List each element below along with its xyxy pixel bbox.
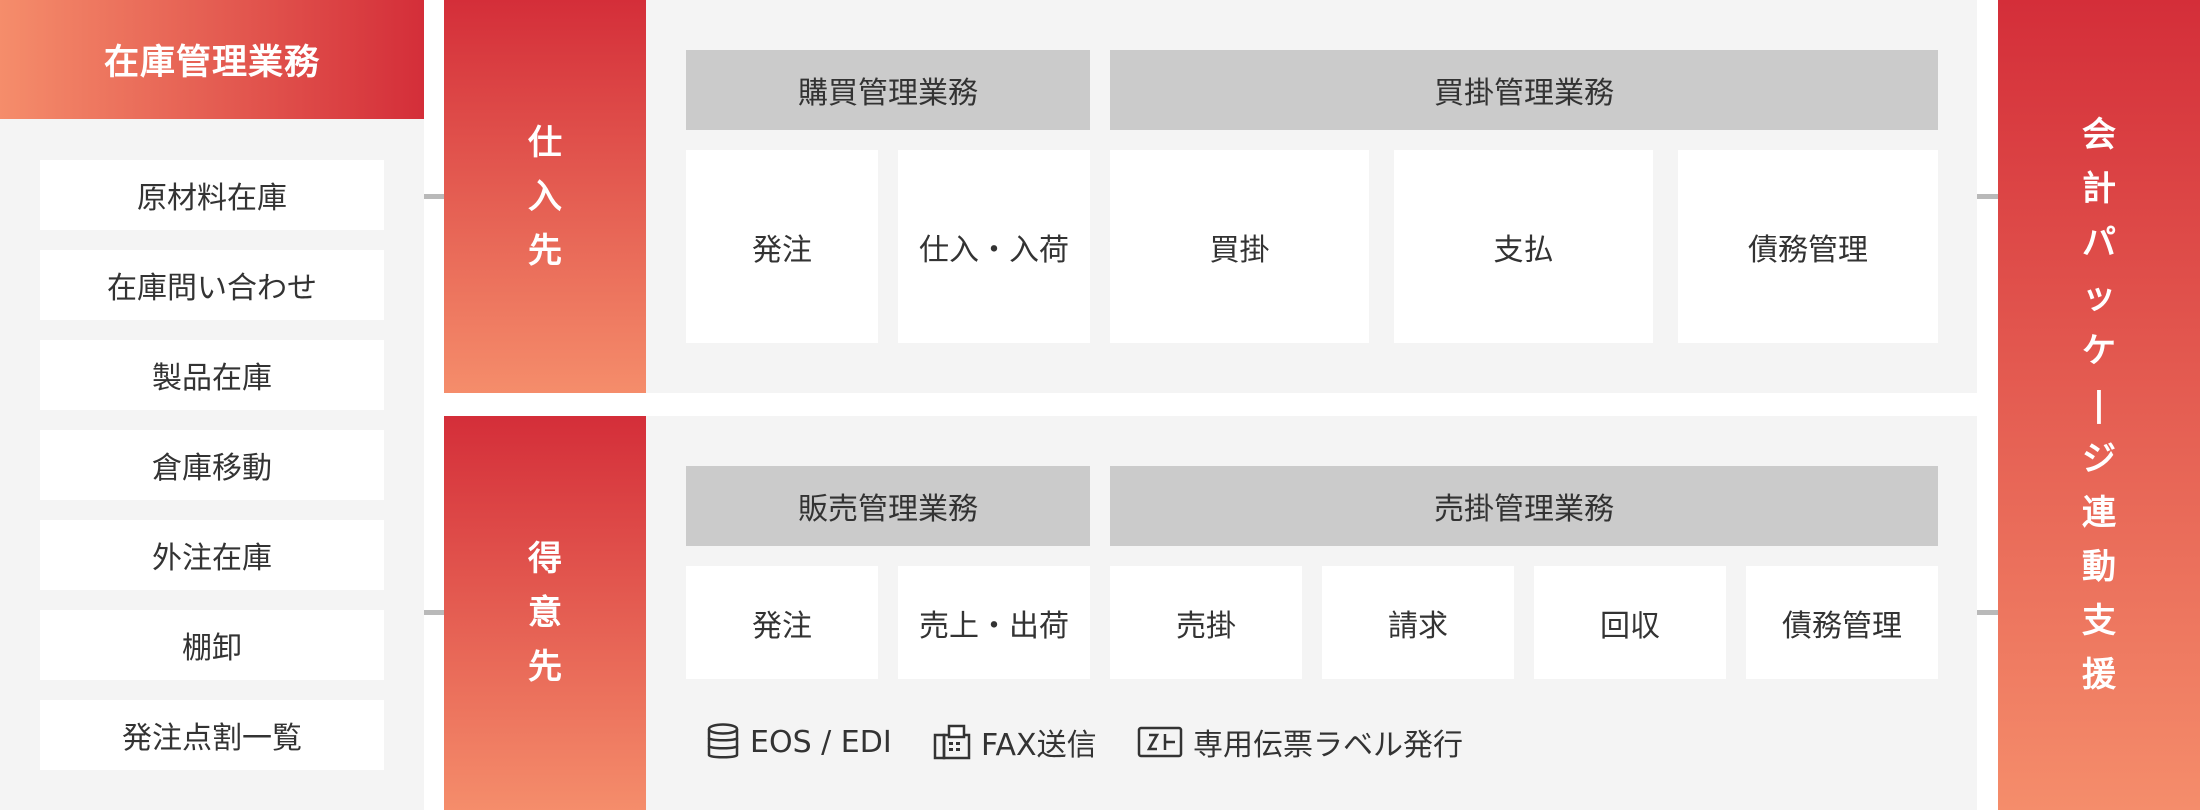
category-purchasing-management: 購買管理業務	[686, 50, 1090, 130]
inventory-item-stock-inquiry[interactable]: 在庫問い合わせ	[40, 250, 384, 320]
connector-inventory-purchase	[424, 194, 446, 199]
supplier-label: 仕 入 先	[444, 0, 646, 393]
inventory-title: 在庫管理業務	[103, 43, 320, 83]
tool-eos-edi: EOS / EDI	[706, 717, 892, 767]
category-sales-management: 販売管理業務	[686, 466, 1090, 546]
inventory-item-stocktaking[interactable]: 棚卸	[40, 610, 384, 680]
category-accounts-payable: 買掛管理業務	[1110, 50, 1938, 130]
database-icon	[707, 723, 739, 759]
purchase-box-payable[interactable]: 買掛	[1110, 150, 1369, 343]
inventory-item-reorder-list[interactable]: 発注点割一覧	[40, 700, 384, 770]
purchase-box-order[interactable]: 発注	[686, 150, 878, 343]
purchase-box-payment[interactable]: 支払	[1394, 150, 1653, 343]
sales-box-debt-management[interactable]: 債務管理	[1746, 566, 1938, 679]
tool-fax: FAX送信	[933, 717, 1097, 767]
sales-box-shipping[interactable]: 売上・出荷	[898, 566, 1090, 679]
purchase-box-debt-management[interactable]: 債務管理	[1678, 150, 1938, 343]
customer-label: 得 意 先	[444, 416, 646, 810]
sales-box-collection[interactable]: 回収	[1534, 566, 1726, 679]
inventory-item-warehouse-transfer[interactable]: 倉庫移動	[40, 430, 384, 500]
fax-icon	[933, 724, 971, 760]
connector-sales-accounting	[1977, 610, 1999, 615]
inventory-item-outsourced-stock[interactable]: 外注在庫	[40, 520, 384, 590]
accounting-package-label: 会 計 パ ッ ケ | ジ 連 動 支 援	[1998, 0, 2200, 810]
category-accounts-receivable: 売掛管理業務	[1110, 466, 1938, 546]
purchase-box-receiving[interactable]: 仕入・入荷	[898, 150, 1090, 343]
inventory-item-raw-material[interactable]: 原材料在庫	[40, 160, 384, 230]
connector-purchase-accounting	[1977, 194, 1999, 199]
inventory-header: 在庫管理業務	[0, 0, 424, 119]
sales-box-order[interactable]: 発注	[686, 566, 878, 679]
sales-box-receivable[interactable]: 売掛	[1110, 566, 1302, 679]
tool-slip-label: 専用伝票ラベル発行	[1137, 717, 1463, 767]
inventory-item-product-stock[interactable]: 製品在庫	[40, 340, 384, 410]
connector-inventory-sales	[424, 610, 446, 615]
sales-box-billing[interactable]: 請求	[1322, 566, 1514, 679]
label-icon	[1137, 726, 1183, 758]
